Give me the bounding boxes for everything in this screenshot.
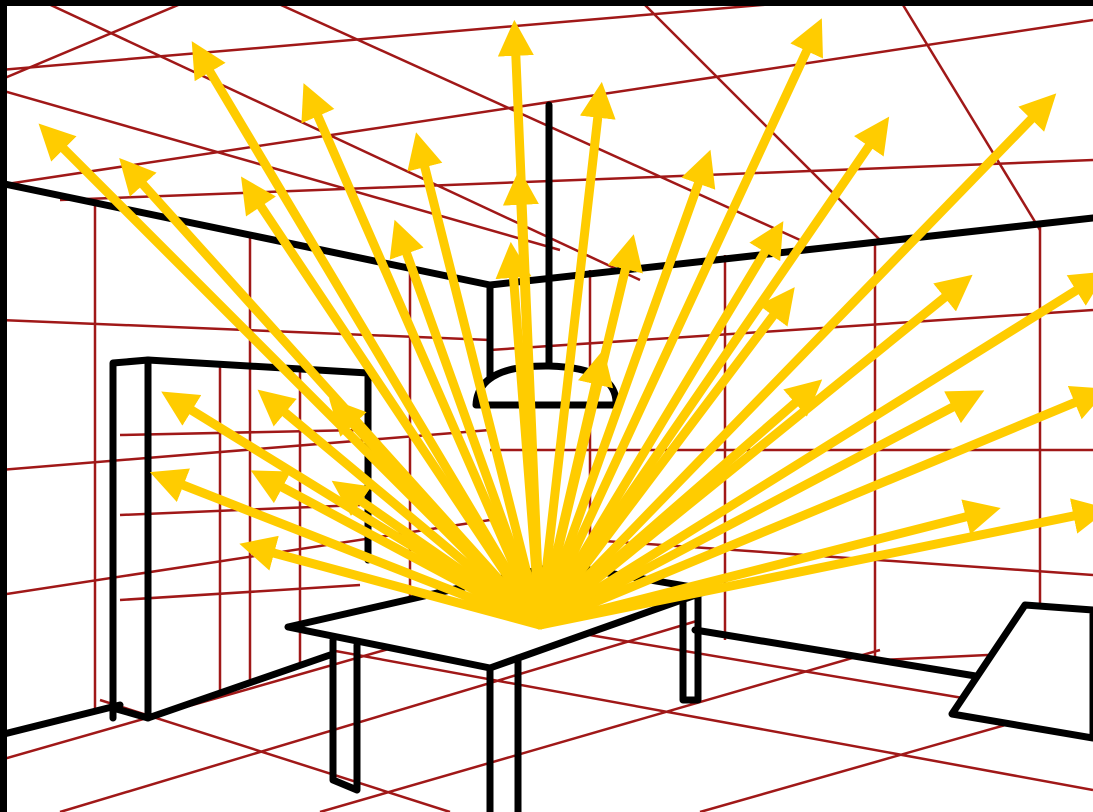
light-ray-arrow <box>389 219 545 630</box>
light-rays <box>38 18 1093 630</box>
light-ray-arrow <box>535 18 823 630</box>
light-ray-arrow <box>328 398 545 630</box>
light-ray-arrow <box>535 221 784 630</box>
light-ray-arrow <box>535 498 1093 630</box>
light-ray-arrow <box>495 241 545 630</box>
light-ray-arrow <box>149 468 545 630</box>
light-ray-arrow <box>535 274 973 630</box>
light-ray-arrow <box>191 41 545 630</box>
light-ray-arrow <box>535 93 1057 630</box>
light-ray-arrow <box>535 385 1093 630</box>
light-ray-arrow <box>535 149 716 630</box>
light-ray-arrow <box>239 535 545 630</box>
light-ray-arrow <box>535 349 614 630</box>
light-ray-arrow <box>535 390 985 630</box>
light-ray-arrow <box>301 83 545 630</box>
light-ray-arrow <box>535 116 890 630</box>
light-ray-arrow <box>535 271 1093 630</box>
rug <box>948 601 1093 742</box>
light-ray-arrow <box>407 132 545 630</box>
light-ray-arrow <box>331 480 545 630</box>
light-ray-arrow <box>535 81 616 630</box>
light-ray-arrow <box>257 389 545 630</box>
light-ray-arrow <box>250 470 545 630</box>
light-ray-arrow <box>241 176 545 630</box>
